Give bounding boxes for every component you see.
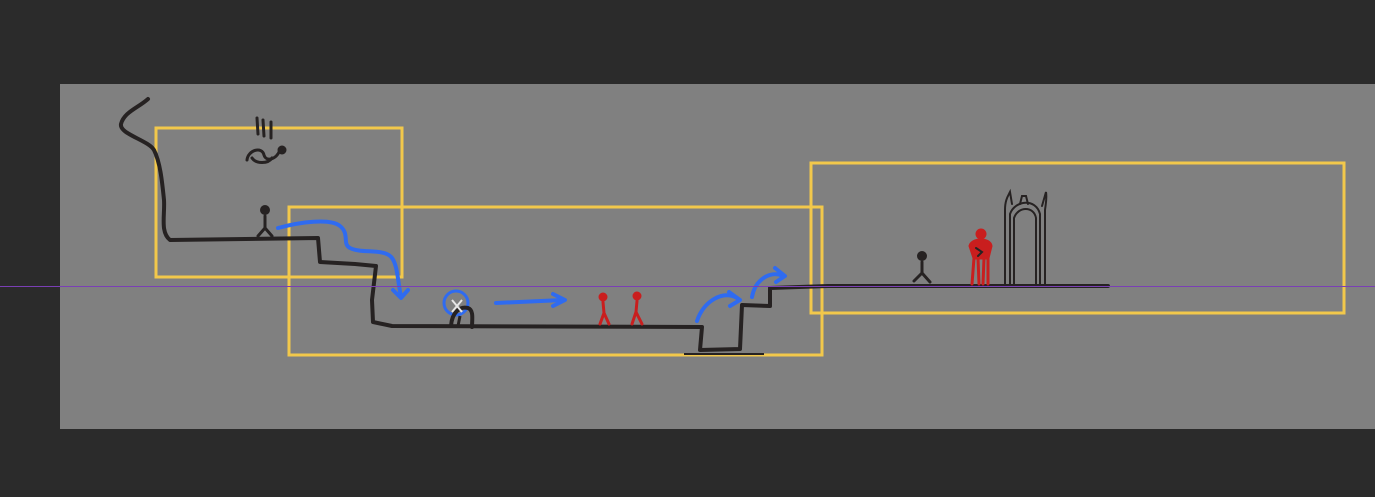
gate-arch-icon <box>1004 188 1048 285</box>
player-figure-icon-2 <box>912 251 932 284</box>
room-2-frame <box>287 205 824 357</box>
horizontal-guide-line[interactable] <box>0 286 1375 287</box>
pickup-item-icon <box>442 289 475 329</box>
terrain-line <box>119 97 1110 352</box>
canvas-background <box>60 84 1375 429</box>
room-3-frame <box>809 161 1346 315</box>
player-figure-icon <box>256 205 274 238</box>
room-1-frame <box>154 126 404 279</box>
player-path-arrow-icon <box>276 219 787 323</box>
falling-creature-icon <box>245 116 287 164</box>
enemy-figure-icon <box>598 291 644 326</box>
boss-enemy-icon <box>968 228 993 286</box>
